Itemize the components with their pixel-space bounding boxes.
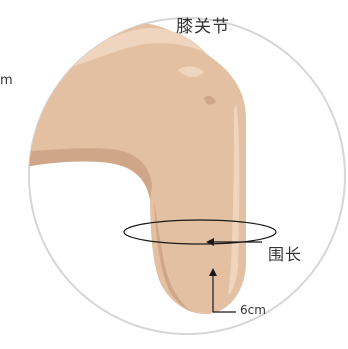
circumference-label: 围长 xyxy=(268,247,302,263)
distance-label: 6cm xyxy=(240,304,266,316)
title-label: 膝关节 xyxy=(176,19,230,36)
edge-fragment-label: m xyxy=(0,74,13,87)
